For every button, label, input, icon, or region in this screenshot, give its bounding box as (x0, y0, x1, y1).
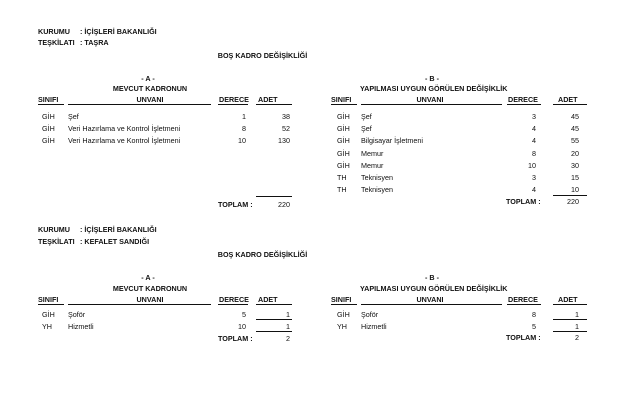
header-sinifi: SINIFI (38, 295, 59, 304)
table-b-marker: - B - (425, 74, 439, 83)
row-adet: 1 (575, 322, 579, 331)
row-derece: 8 (532, 149, 536, 158)
row-adet: 45 (571, 124, 579, 133)
row-sinifi: GİH (337, 149, 350, 158)
row-unvani: Şef (361, 124, 372, 133)
table-b-heading: YAPILMASI UYGUN GÖRÜLEN DEĞİŞİKLİK (360, 84, 508, 93)
row-derece: 5 (242, 310, 246, 319)
page-title: BOŞ KADRO DEĞİŞİKLİĞİ (217, 51, 308, 60)
row-adet: 30 (571, 161, 579, 170)
header-sinifi: SINIFI (331, 295, 352, 304)
row-unvani: Şef (68, 112, 79, 121)
row-unvani: Hizmetli (68, 322, 94, 331)
total-value: 2 (286, 334, 290, 343)
row-derece: 3 (532, 112, 536, 121)
row-adet: 15 (571, 173, 579, 182)
header-sinifi: SINIFI (38, 95, 59, 104)
kurumu-label: KURUMU (38, 27, 70, 36)
row-adet: 55 (571, 136, 579, 145)
header-unvani: UNVANI (416, 95, 444, 104)
total-label: TOPLAM : (506, 333, 541, 342)
row-sinifi: GİH (42, 136, 55, 145)
row-sinifi: GİH (337, 161, 350, 170)
row-sinifi: GİH (337, 124, 350, 133)
row-derece: 4 (532, 185, 536, 194)
row-derece: 10 (528, 161, 536, 170)
table-b-heading: YAPILMASI UYGUN GÖRÜLEN DEĞİŞİKLİK (360, 284, 508, 293)
kurumu-value: : İÇİŞLERİ BAKANLIĞI (80, 27, 157, 36)
row-derece: 8 (242, 124, 246, 133)
kurumu-value: : İÇİŞLERİ BAKANLIĞI (80, 225, 157, 234)
row-sinifi: TH (337, 185, 347, 194)
teskilati-value: : TAŞRA (80, 38, 109, 47)
header-derece: DERECE (219, 295, 249, 304)
header-derece: DERECE (508, 295, 538, 304)
total-value: 220 (278, 200, 290, 209)
row-unvani: Hizmetli (361, 322, 387, 331)
row-sinifi: YH (42, 322, 52, 331)
table-b-marker: - B - (425, 273, 439, 282)
total-label: TOPLAM : (218, 200, 253, 209)
row-unvani: Teknisyen (361, 173, 393, 182)
row-derece: 4 (532, 124, 536, 133)
header-unvani: UNVANI (136, 95, 164, 104)
row-sinifi: GİH (337, 112, 350, 121)
row-sinifi: GİH (42, 112, 55, 121)
header-unvani: UNVANI (416, 295, 444, 304)
header-unvani: UNVANI (136, 295, 164, 304)
row-adet: 38 (282, 112, 290, 121)
row-unvani: Şef (361, 112, 372, 121)
row-adet: 130 (278, 136, 290, 145)
row-unvani: Veri Hazırlama ve Kontrol İşletmeni (68, 124, 181, 133)
row-unvani: Şoför (361, 310, 379, 319)
row-derece: 1 (242, 112, 246, 121)
table-a-marker: - A - (141, 273, 155, 282)
row-adet: 1 (286, 310, 290, 319)
header-adet: ADET (558, 295, 578, 304)
row-unvani: Veri Hazırlama ve Kontrol İşletmeni (68, 136, 181, 145)
row-adet: 1 (575, 310, 579, 319)
row-unvani: Bilgisayar İşletmeni (361, 136, 423, 145)
row-sinifi: TH (337, 173, 347, 182)
table-a-marker: - A - (141, 74, 155, 83)
row-derece: 5 (532, 322, 536, 331)
row-sinifi: GİH (42, 310, 55, 319)
teskilati-value: : KEFALET SANDIĞI (80, 237, 150, 246)
row-derece: 10 (238, 136, 246, 145)
row-sinifi: GİH (337, 136, 350, 145)
row-derece: 10 (238, 322, 246, 331)
header-derece: DERECE (219, 95, 249, 104)
row-sinifi: GİH (337, 310, 350, 319)
row-sinifi: GİH (42, 124, 55, 133)
row-adet: 20 (571, 149, 579, 158)
total-value: 2 (575, 333, 579, 342)
total-label: TOPLAM : (218, 334, 253, 343)
header-adet: ADET (558, 95, 578, 104)
table-a-heading: MEVCUT KADRONUN (112, 284, 188, 293)
kurumu-label: KURUMU (38, 225, 70, 234)
teskilati-label: TEŞKİLATI (38, 38, 75, 47)
total-value: 220 (567, 197, 579, 206)
header-sinifi: SINIFI (331, 95, 352, 104)
row-sinifi: YH (337, 322, 347, 331)
row-unvani: Memur (361, 161, 384, 170)
row-derece: 8 (532, 310, 536, 319)
row-adet: 52 (282, 124, 290, 133)
row-unvani: Teknisyen (361, 185, 393, 194)
header-adet: ADET (258, 95, 278, 104)
row-adet: 1 (286, 322, 290, 331)
page-title: BOŞ KADRO DEĞİŞİKLİĞİ (217, 250, 308, 259)
row-unvani: Memur (361, 149, 384, 158)
row-adet: 45 (571, 112, 579, 121)
row-unvani: Şoför (68, 310, 86, 319)
row-derece: 3 (532, 173, 536, 182)
total-label: TOPLAM : (506, 197, 541, 206)
header-adet: ADET (258, 295, 278, 304)
teskilati-label: TEŞKİLATI (38, 237, 75, 246)
row-adet: 10 (571, 185, 579, 194)
header-derece: DERECE (508, 95, 538, 104)
table-a-heading: MEVCUT KADRONUN (112, 84, 188, 93)
row-derece: 4 (532, 136, 536, 145)
